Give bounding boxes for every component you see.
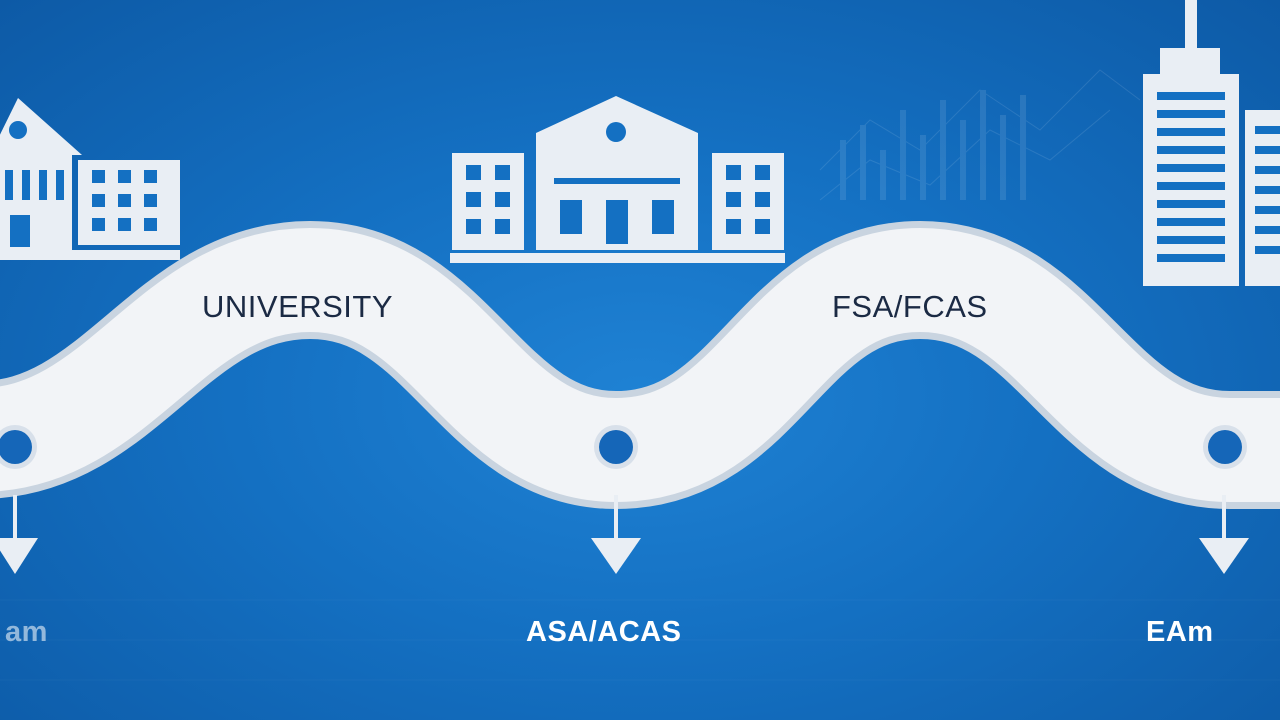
university-building-icon: [0, 98, 180, 260]
milestone-dot-icon: [1203, 425, 1247, 469]
label-left-cropped: am: [5, 616, 48, 648]
campus-building-icon: [450, 96, 785, 263]
milestone-dot-icon: [0, 425, 37, 469]
timeline-road: [0, 227, 1280, 503]
label-fsa-fcas: FSA/FCAS: [832, 289, 988, 324]
skyscraper-icon: [1143, 0, 1280, 286]
down-arrow-icon: [0, 495, 38, 574]
down-arrow-icon: [591, 495, 641, 574]
down-arrow-icon: [1199, 495, 1249, 574]
label-right-cropped: EAm: [1146, 616, 1214, 648]
milestone-dot-icon: [594, 425, 638, 469]
label-asa-acas: ASA/ACAS: [526, 616, 682, 648]
label-university: UNIVERSITY: [202, 289, 394, 324]
